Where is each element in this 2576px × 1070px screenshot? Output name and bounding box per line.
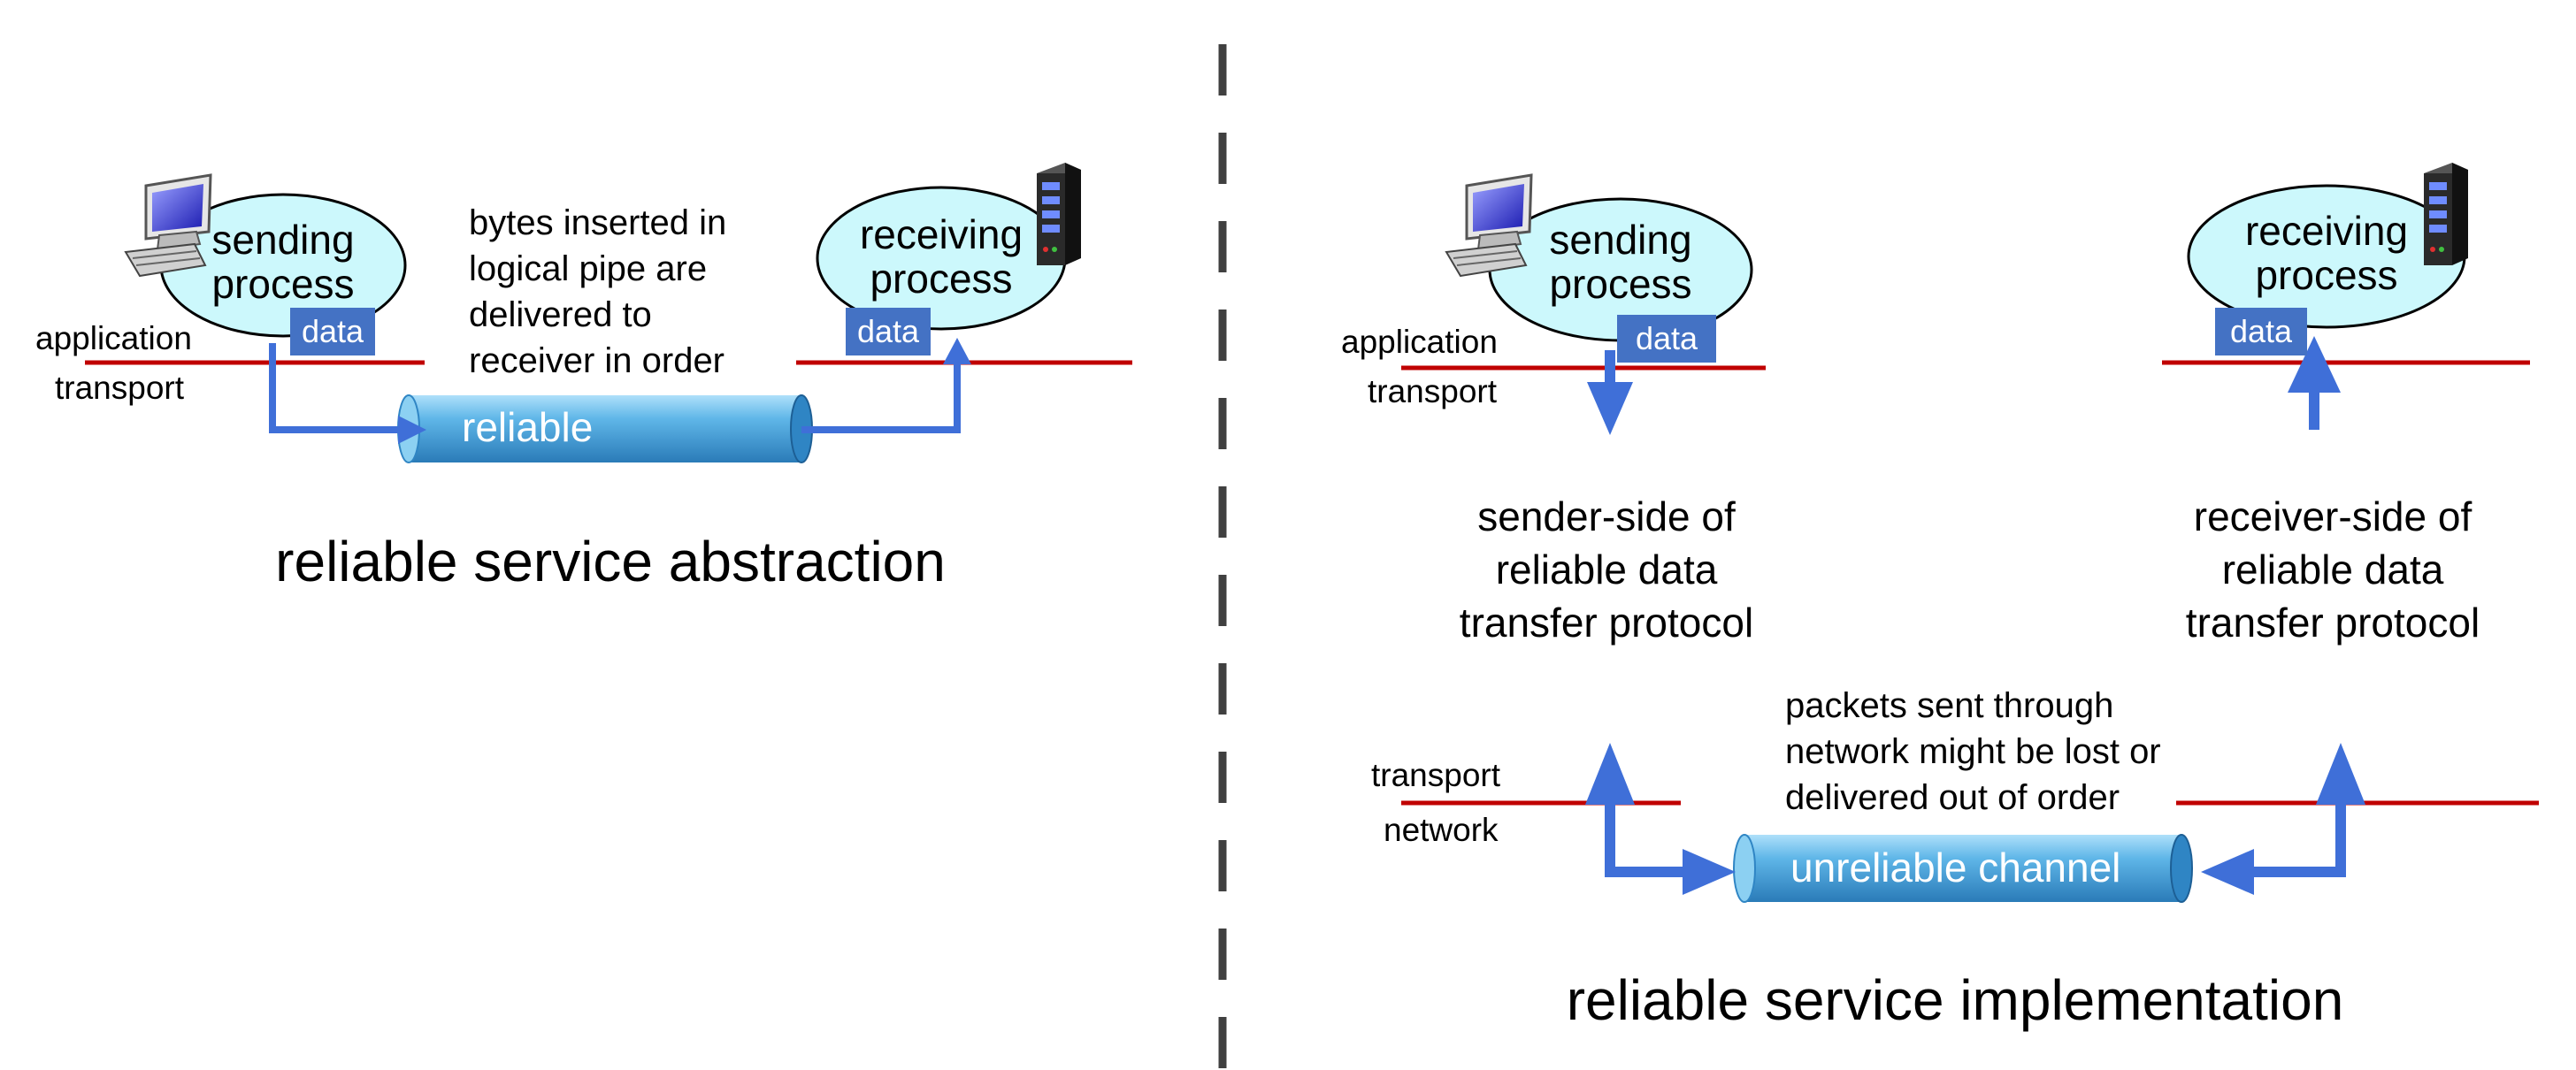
transport-layer-label-right-upper: transport bbox=[1368, 373, 1498, 409]
sending-process-label: sending process bbox=[211, 217, 355, 307]
unreliable-channel-label: unreliable channel bbox=[1790, 845, 2121, 890]
receiver-up-arrow bbox=[2288, 336, 2341, 430]
sender-down-arrow bbox=[1587, 350, 1633, 435]
desktop-computer-icon bbox=[1445, 173, 1533, 278]
server-tower-icon bbox=[2424, 163, 2468, 265]
receiver-network-arrow bbox=[2201, 743, 2365, 895]
reliable-pipe-label: reliable bbox=[462, 404, 594, 450]
reliable-pipe bbox=[397, 394, 813, 463]
application-layer-label: application bbox=[35, 320, 192, 356]
receiver-side-label: receiver-side of reliable data transfer … bbox=[2185, 493, 2480, 646]
right-panel bbox=[1401, 163, 2539, 903]
sender-network-arrow bbox=[1585, 743, 1736, 895]
desktop-computer-icon bbox=[124, 173, 212, 278]
receiving-process-label-right: receiving process bbox=[2244, 208, 2409, 298]
receiving-process-label: receiving process bbox=[859, 211, 1024, 302]
server-tower-icon bbox=[1037, 163, 1081, 265]
data-box-recv-left: data bbox=[846, 308, 931, 355]
network-layer-label: network bbox=[1384, 812, 1499, 848]
receive-arrow-left bbox=[801, 338, 971, 433]
unreliable-channel-pipe bbox=[1733, 834, 2193, 903]
pipe-note: bytes inserted in logical pipe are deliv… bbox=[469, 203, 727, 380]
application-layer-label-right: application bbox=[1341, 324, 1498, 360]
data-box-send-left: data bbox=[290, 308, 375, 355]
send-arrow-left bbox=[269, 343, 426, 444]
left-panel bbox=[85, 163, 1132, 463]
data-box-recv-right: data bbox=[2215, 308, 2307, 355]
transport-layer-label: transport bbox=[55, 370, 185, 406]
left-title: reliable service abstraction bbox=[275, 530, 946, 593]
sender-side-label: sender-side of reliable data transfer pr… bbox=[1459, 493, 1754, 646]
data-box-send-right: data bbox=[1617, 315, 1716, 363]
transport-layer-label-right-lower: transport bbox=[1371, 757, 1501, 793]
right-title: reliable service implementation bbox=[1566, 968, 2344, 1032]
sending-process-label-right: sending process bbox=[1549, 217, 1692, 307]
channel-note: packets sent through network might be lo… bbox=[1785, 686, 2161, 817]
